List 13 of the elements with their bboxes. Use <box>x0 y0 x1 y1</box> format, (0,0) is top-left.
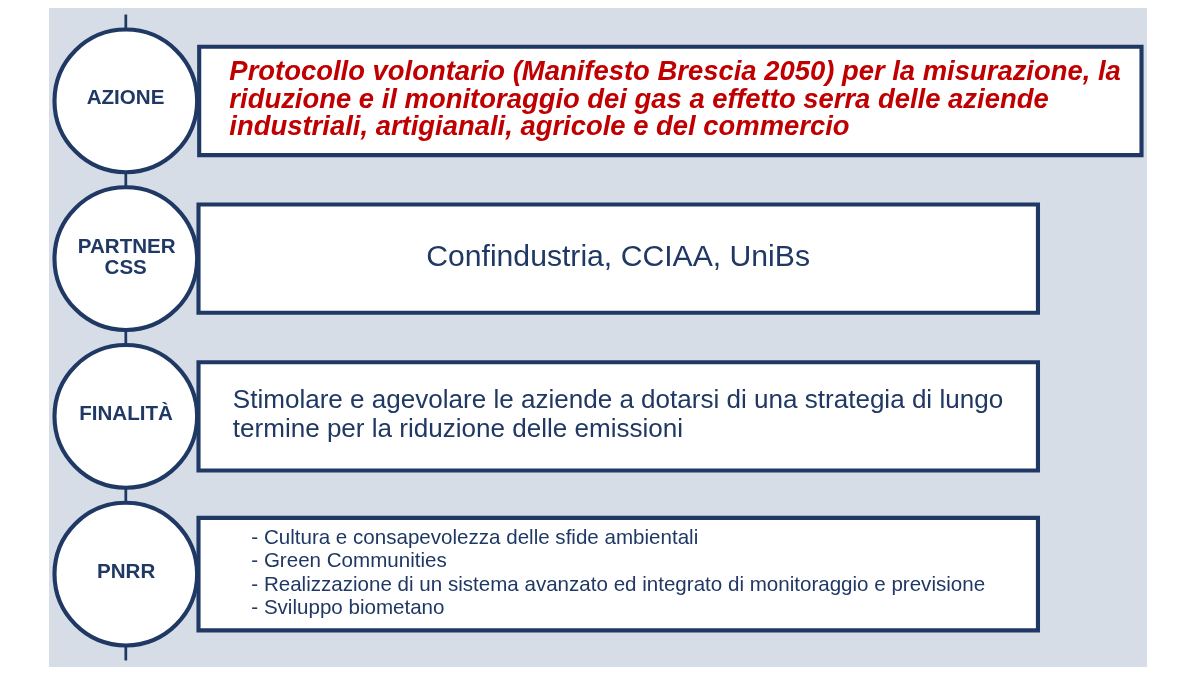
node-circle: AZIONE <box>51 27 199 175</box>
node-box: - Cultura e consapevolezza delle sfide ambientali - Green Communities - Realizzazione di un sistema avanzato ed integrato di monitoraggio e previsione - Sviluppo biometano <box>195 515 1040 633</box>
node-box: Protocollo volontario (Manifesto Brescia 2050) per la misurazione, la riduzione e il monitoraggio dei gas a effetto serra delle aziende industriali, artigianali, agricole e del commercio <box>196 44 1144 158</box>
node-box: Stimolare e agevolare le aziende a dotarsi di una strategia di lungo termine per la riduzione delle emissioni <box>195 360 1040 473</box>
connector <box>123 488 127 503</box>
connector <box>123 14 127 30</box>
node-circle: PNRR <box>51 500 199 648</box>
connector <box>123 172 127 187</box>
node-circle: FINALITÀ <box>51 343 199 490</box>
node-circle: PARTNER CSS <box>51 185 199 332</box>
node-box: Confindustria, CCIAA, UniBs <box>195 202 1040 315</box>
connector <box>123 330 127 345</box>
connector <box>123 645 127 661</box>
